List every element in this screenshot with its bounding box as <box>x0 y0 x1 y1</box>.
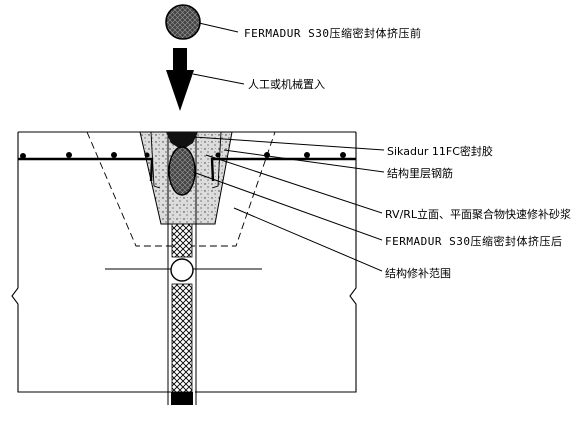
backer-rod <box>105 258 262 282</box>
joint-filler <box>171 223 193 405</box>
label-repair-range: 结构修补范围 <box>385 266 451 280</box>
label-manual-insert: 人工或机械置入 <box>248 77 325 91</box>
label-fermadur-before: FERMADUR S30压缩密封体挤压前 <box>244 26 421 40</box>
leader-lines <box>192 22 385 272</box>
insert-arrow-icon <box>166 48 194 111</box>
label-fermadur-after: FERMADUR S30压缩密封体挤压后 <box>385 234 562 248</box>
seal-before-icon <box>165 4 201 40</box>
rebar-layer <box>18 152 356 182</box>
label-rebar: 结构里层钢筋 <box>387 166 453 180</box>
label-repair-mortar: RV/RL立面、平面聚合物快速修补砂浆 <box>385 207 571 221</box>
sikadur-sealant-cap <box>166 132 198 150</box>
seal-after-icon <box>168 146 196 196</box>
label-sikadur-sealant: Sikadur 11FC密封胶 <box>387 144 493 158</box>
